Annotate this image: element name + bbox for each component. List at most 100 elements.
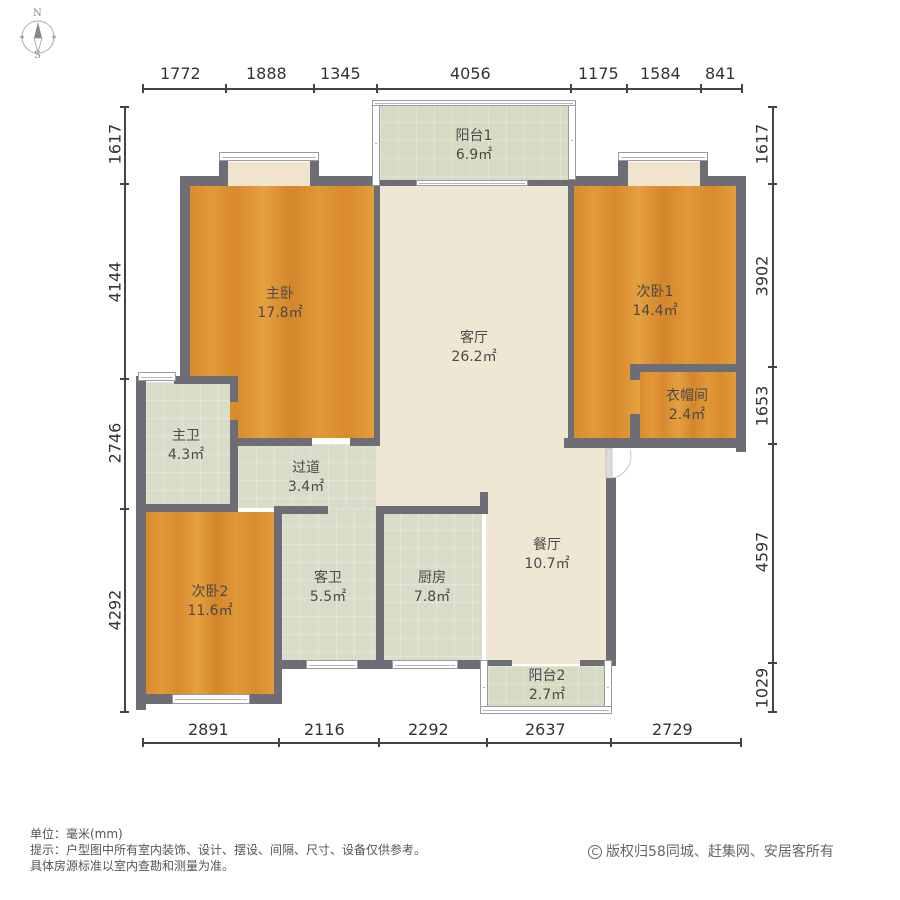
wall (488, 660, 512, 666)
room-area: 10.7㎡ (524, 556, 570, 572)
label-dining-room: 餐厅 10.7㎡ (524, 536, 569, 574)
room-area: 3.4㎡ (287, 479, 325, 495)
room-second-bedroom-2 (146, 512, 274, 694)
room-living-lower (376, 440, 608, 506)
balcony-1-rail-top (372, 100, 576, 106)
dim-bottom-4: 2637 (525, 720, 566, 739)
window (306, 660, 358, 669)
room-name: 阳台2 (528, 668, 566, 684)
bedroom1-bay-window (628, 162, 700, 186)
label-second-bedroom-1: 次卧1 14.4㎡ (632, 283, 677, 321)
room-area: 6.9㎡ (455, 147, 493, 163)
room-balcony-2 (488, 666, 604, 706)
wall (376, 506, 488, 514)
wall (630, 414, 640, 444)
wall (736, 176, 746, 452)
dim-right-3: 1653 (752, 385, 772, 427)
dim-left-3: 2746 (105, 422, 125, 464)
wall (174, 376, 236, 384)
room-area: 5.5㎡ (309, 589, 347, 605)
wall (180, 176, 228, 186)
measurement-note: 具体房源标准以室内查勘和测量为准。 (30, 859, 235, 873)
wall (568, 176, 574, 448)
wall (350, 438, 380, 446)
wall (310, 176, 374, 186)
wall (480, 492, 488, 514)
room-name: 客卫 (313, 570, 342, 586)
window (618, 152, 708, 161)
footer-notes: 单位：毫米(mm) 提示：户型图中所有室内装饰、设计、摆设、间隔、尺寸、设备仅供… (30, 826, 426, 874)
wall (630, 364, 736, 372)
label-balcony-1: 阳台1 6.9㎡ (456, 127, 493, 165)
label-second-bedroom-2: 次卧2 11.6㎡ (187, 583, 232, 621)
dim-right-1: 1617 (752, 123, 772, 165)
room-master-bathroom (146, 382, 230, 506)
dim-right-5: 1029 (752, 667, 772, 709)
dim-bottom-1: 2891 (188, 720, 229, 739)
room-name: 衣帽间 (666, 388, 708, 404)
copyright-text: 版权归58同城、赶集网、安居客所有 (606, 844, 834, 860)
wall (280, 660, 308, 669)
wall (374, 180, 380, 442)
dim-top-2: 1888 (246, 64, 287, 83)
balcony-1-rail-left (372, 100, 380, 186)
room-area: 2.7㎡ (528, 687, 566, 703)
dim-bottom-5: 2729 (652, 720, 693, 739)
balcony-1-rail-right (568, 100, 576, 180)
room-name: 次卧1 (636, 284, 674, 300)
wall (458, 660, 488, 669)
room-name: 餐厅 (532, 537, 561, 553)
compass-south: S (34, 50, 41, 61)
wall (230, 420, 238, 510)
room-area: 4.3㎡ (167, 447, 205, 463)
room-balcony-1 (380, 104, 568, 180)
wall (356, 660, 392, 669)
dim-bottom-3: 2292 (408, 720, 449, 739)
window (392, 660, 458, 669)
dim-top-5: 1175 (578, 64, 619, 83)
room-name: 过道 (291, 460, 320, 476)
dim-top-4: 4056 (450, 64, 491, 83)
disclaimer-note: 提示：户型图中所有室内装饰、设计、摆设、间隔、尺寸、设备仅供参考。 (30, 843, 427, 857)
wall (568, 176, 628, 186)
wall (564, 438, 746, 448)
wall (136, 504, 238, 512)
room-area: 26.2㎡ (451, 349, 497, 365)
wall (310, 152, 319, 186)
room-area: 17.8㎡ (257, 305, 303, 321)
room-area: 11.6㎡ (187, 603, 233, 619)
wall (274, 506, 282, 702)
wall (274, 506, 328, 514)
balcony-1-door (416, 180, 528, 186)
label-living-room: 客厅 26.2㎡ (451, 329, 496, 367)
dim-top-7: 841 (705, 64, 736, 83)
room-kitchen (382, 512, 482, 660)
dim-left-2: 4144 (105, 261, 125, 303)
dim-bottom-2: 2116 (304, 720, 345, 739)
entrance-door-icon (605, 448, 632, 479)
wall (630, 364, 640, 380)
master-bay-window (228, 162, 310, 186)
room-name: 阳台1 (455, 128, 493, 144)
label-kitchen: 厨房 7.8㎡ (414, 569, 450, 607)
room-guest-bathroom (282, 508, 376, 660)
label-master-bedroom: 主卧 17.8㎡ (257, 285, 302, 323)
wall (606, 478, 616, 666)
unit-note: 单位：毫米(mm) (30, 827, 123, 841)
copyright-icon: C (588, 845, 602, 859)
wall (700, 152, 708, 186)
room-name: 厨房 (417, 570, 446, 586)
wall (380, 180, 416, 186)
dim-left-4: 4292 (105, 589, 125, 631)
wall (580, 660, 608, 666)
wall (136, 376, 146, 710)
wall (376, 506, 384, 668)
compass-north: N (33, 8, 42, 19)
window (138, 372, 176, 381)
room-name: 客厅 (459, 330, 488, 346)
room-name: 次卧2 (191, 584, 229, 600)
wall (528, 180, 570, 186)
label-cloakroom: 衣帽间 2.4㎡ (666, 387, 708, 425)
label-balcony-2: 阳台2 2.7㎡ (529, 667, 566, 705)
dim-top-6: 1584 (640, 64, 681, 83)
